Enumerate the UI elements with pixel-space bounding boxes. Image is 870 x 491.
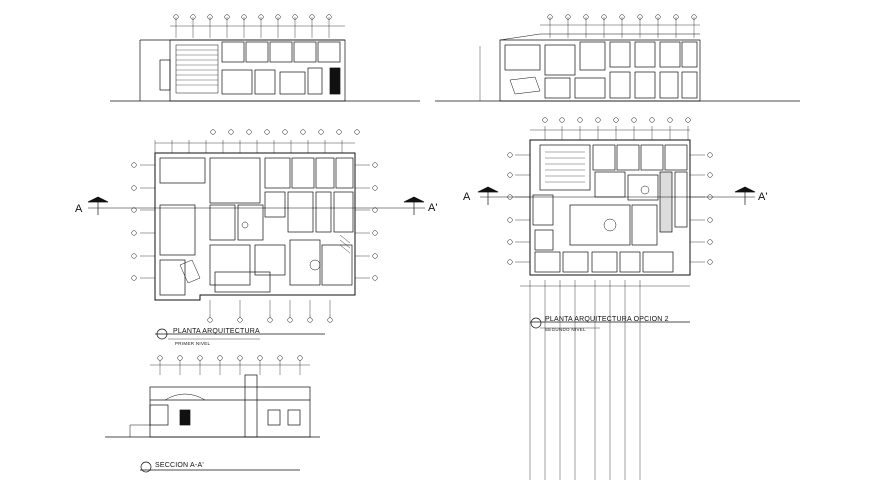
section-cut-arrow-icon xyxy=(87,196,109,203)
plan-subtitle-primer-nivel: PRIMER NIVEL xyxy=(175,341,211,346)
section-cut-line-left xyxy=(87,196,425,215)
plan-title-primer-nivel: PLANTA ARQUITECTURA xyxy=(173,328,260,335)
title-marker-segundo-nivel xyxy=(530,317,690,329)
section-title: SECCION A-A' xyxy=(155,462,204,469)
section-cut-line-right xyxy=(477,186,756,205)
grid-lines-primer-nivel xyxy=(140,140,370,318)
section-cut-arrow-icon xyxy=(734,186,756,193)
elevation-top-right xyxy=(435,17,800,102)
floor-plan-segundo-nivel xyxy=(529,139,691,276)
title-marker-seccion xyxy=(140,461,300,473)
grid-bubbles-top-right xyxy=(547,14,697,20)
plan-subtitle-segundo-nivel: SEGUNDO NIVEL xyxy=(545,327,586,332)
title-marker-primer-nivel xyxy=(155,328,325,340)
section-a-a xyxy=(105,355,320,438)
cut-label-a-right: A xyxy=(463,191,471,203)
plan-title-segundo-nivel: PLANTA ARQUITECTURA OPCION 2 xyxy=(545,316,669,323)
floor-plan-primer-nivel xyxy=(154,152,356,301)
grid-bubbles-primer-nivel xyxy=(131,129,378,323)
grid-bubbles-top-left xyxy=(173,14,332,20)
grid-bubbles-segundo-nivel xyxy=(507,117,713,265)
cut-label-a-left: A xyxy=(75,203,83,215)
section-cut-arrow-icon xyxy=(477,186,499,193)
grid-lines-segundo-nivel xyxy=(515,126,705,480)
section-cut-arrow-icon xyxy=(403,196,425,203)
elevation-top-left xyxy=(110,17,420,102)
cut-label-a-prime-left: A' xyxy=(428,202,438,214)
cut-label-a-prime-right: A' xyxy=(758,191,768,203)
